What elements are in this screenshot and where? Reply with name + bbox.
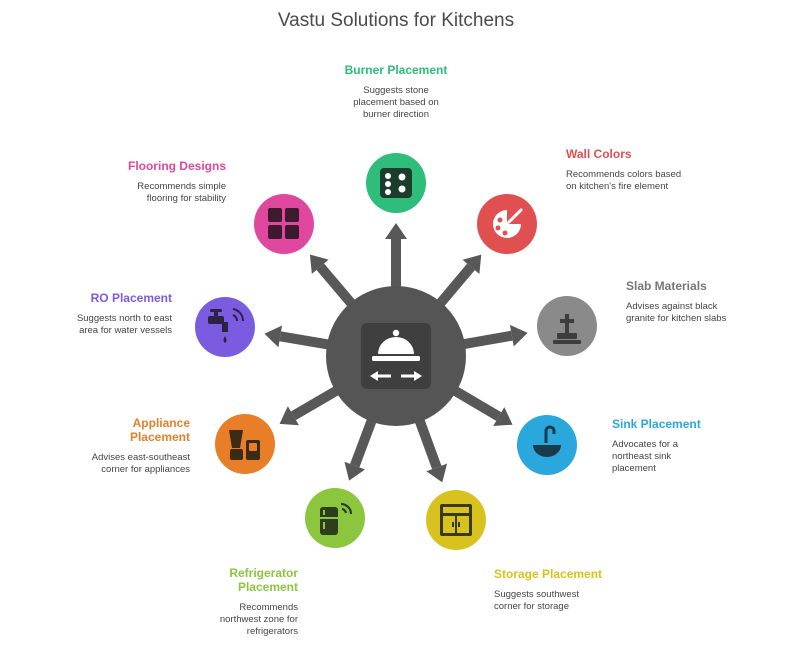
arrow-head-flooring xyxy=(309,254,329,274)
sink-title: Sink Placement xyxy=(612,417,701,431)
arrow-head-burner xyxy=(385,223,407,239)
node-ro xyxy=(195,297,255,357)
sink-icon xyxy=(533,425,561,457)
arrow-head-storage xyxy=(426,463,448,483)
label-flooring: Flooring Designs Recommends simple floor… xyxy=(116,159,226,205)
label-appliance: Appliance Placement Advises east-southea… xyxy=(80,416,190,476)
wall-desc: Recommends colors based on kitchen's fir… xyxy=(566,169,682,192)
arrow-head-ro xyxy=(264,325,283,348)
ro-title: RO Placement xyxy=(90,291,172,305)
node-refrigerator xyxy=(305,488,365,548)
label-sink: Sink Placement Advocates for a northeast… xyxy=(612,417,732,475)
refrigerator-desc: Recommends northwest zone for refrigerat… xyxy=(219,602,298,637)
node-appliance xyxy=(215,414,275,474)
refrigerator-icon xyxy=(320,502,353,535)
node-storage xyxy=(426,490,486,550)
label-wall: Wall Colors Recommends colors based on k… xyxy=(566,147,686,193)
node-wall xyxy=(477,194,537,254)
label-burner: Burner Placement Suggests stone placemen… xyxy=(326,63,466,121)
flooring-title: Flooring Designs xyxy=(127,159,226,173)
node-sink xyxy=(517,415,577,475)
slab-desc: Advises against black granite for kitche… xyxy=(626,301,727,324)
node-slab xyxy=(537,296,597,356)
cloche-icon xyxy=(361,323,431,389)
cabinet-icon xyxy=(440,504,472,536)
slab-icon xyxy=(553,314,581,344)
storage-title: Storage Placement xyxy=(494,567,603,581)
label-ro: RO Placement Suggests north to east area… xyxy=(62,291,172,337)
storage-desc: Suggests southwest corner for storage xyxy=(494,589,580,612)
burner-title: Burner Placement xyxy=(344,63,448,77)
node-flooring xyxy=(254,194,314,254)
water-tap-icon xyxy=(208,308,245,343)
arrow-head-sink xyxy=(493,407,513,427)
arrow-head-appliance xyxy=(279,406,299,426)
label-slab: Slab Materials Advises against black gra… xyxy=(626,279,736,325)
arrow-head-refrigerator xyxy=(344,461,366,481)
blender-icon xyxy=(229,430,260,460)
stove-icon xyxy=(380,168,412,198)
refrigerator-title: Refrigerator Placement xyxy=(229,566,298,594)
paint-palette-icon xyxy=(493,208,523,238)
arrow-head-slab xyxy=(509,324,528,347)
arrow-head-wall xyxy=(462,254,482,274)
node-burner xyxy=(366,153,426,213)
appliance-desc: Advises east-southeast corner for applia… xyxy=(91,452,190,475)
wall-title: Wall Colors xyxy=(566,147,632,161)
burner-desc: Suggests stone placement based on burner… xyxy=(353,85,439,120)
label-refrigerator: Refrigerator Placement Recommends northw… xyxy=(208,566,298,638)
sink-desc: Advocates for a northeast sink placement xyxy=(612,439,679,474)
diagram-title: Vastu Solutions for Kitchens xyxy=(277,10,515,31)
appliance-title: Appliance Placement xyxy=(129,416,190,444)
central-hub xyxy=(326,286,466,426)
flooring-desc: Recommends simple flooring for stability xyxy=(137,181,226,204)
ro-desc: Suggests north to east area for water ve… xyxy=(76,313,172,336)
label-storage: Storage Placement Suggests southwest cor… xyxy=(494,567,634,613)
floor-tiles-icon xyxy=(268,208,299,239)
slab-title: Slab Materials xyxy=(626,279,707,293)
